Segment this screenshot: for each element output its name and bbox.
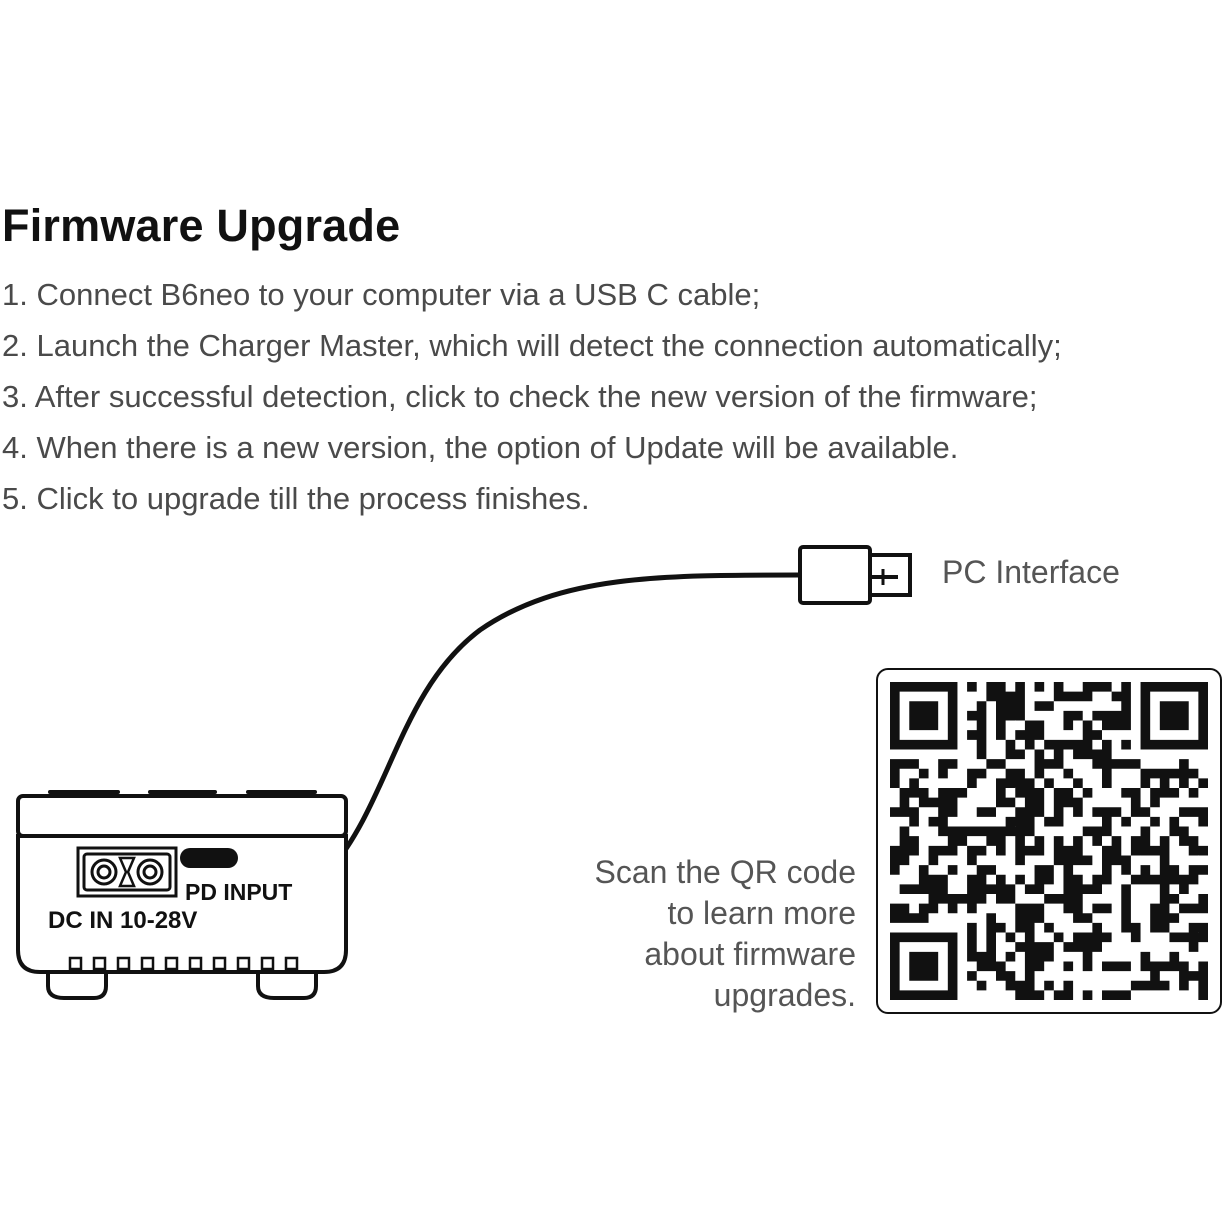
step-item: 1. Connect B6neo to your computer via a … <box>2 277 761 312</box>
pc-interface-label: PC Interface <box>942 554 1120 590</box>
scan-line: to learn more <box>667 895 856 931</box>
scan-line: upgrades. <box>713 977 856 1013</box>
qr-code-icon[interactable] <box>890 682 1208 1000</box>
step-item: 2. Launch the Charger Master, which will… <box>2 328 1062 363</box>
scan-line: about firmware <box>644 936 856 972</box>
scan-instructions: Scan the QR code to learn more about fir… <box>560 852 856 1016</box>
usb-plug-icon <box>798 545 912 605</box>
usb-c-port-icon <box>180 848 238 868</box>
steps-list: 1. Connect B6neo to your computer via a … <box>2 274 1062 529</box>
page-title: Firmware Upgrade <box>2 200 401 251</box>
charger-device-icon: PD INPUT DC IN 10-28V <box>16 790 348 1000</box>
qr-code-frame[interactable] <box>876 668 1222 1014</box>
step-item: 4. When there is a new version, the opti… <box>2 430 959 465</box>
step-item: 3. After successful detection, click to … <box>2 379 1038 414</box>
dc-input-port-icon <box>76 846 178 898</box>
dc-input-label: DC IN 10-28V <box>48 907 197 934</box>
pd-input-label: PD INPUT <box>185 879 292 905</box>
step-item: 5. Click to upgrade till the process fin… <box>2 481 590 516</box>
qr-modules <box>890 682 1208 1000</box>
scan-line: Scan the QR code <box>594 854 856 890</box>
